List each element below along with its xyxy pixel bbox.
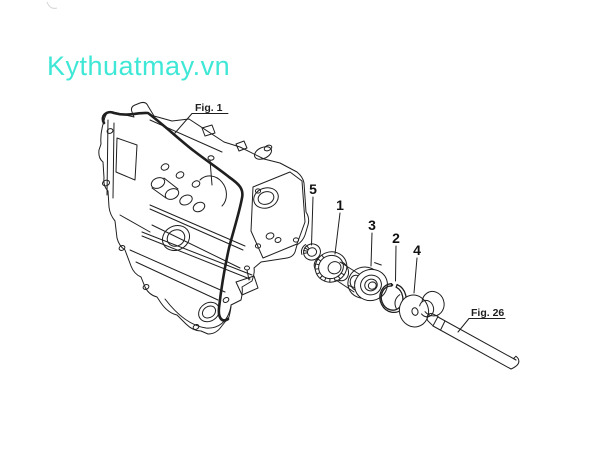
part4-seal-illustration bbox=[394, 290, 445, 328]
part3-bearing-illustration bbox=[347, 262, 388, 302]
callout-number-2: 2 bbox=[392, 230, 400, 246]
fig26-label: Fig. 26 bbox=[471, 307, 504, 319]
leader-1 bbox=[334, 212, 341, 255]
callout-number-1: 1 bbox=[336, 197, 344, 213]
callout-number-3: 3 bbox=[368, 217, 376, 233]
case-outline bbox=[98, 101, 310, 335]
callout-number-4: 4 bbox=[413, 242, 421, 258]
case-bracket bbox=[235, 232, 282, 296]
faint-stray-mark bbox=[46, 1, 58, 9]
shaft-illustration bbox=[426, 312, 520, 370]
leader-2 bbox=[395, 245, 397, 282]
case-interior-details bbox=[106, 119, 253, 329]
callout-number-5: 5 bbox=[309, 181, 317, 197]
ring-knurl-marks bbox=[303, 245, 310, 254]
leader-4 bbox=[413, 257, 418, 294]
case-top-bosses bbox=[201, 124, 273, 160]
fig1-leader bbox=[174, 113, 193, 134]
gear-teeth bbox=[314, 254, 345, 283]
fig26-leader bbox=[457, 318, 470, 333]
part5-ring-illustration bbox=[300, 243, 321, 261]
part2-snapring-illustration bbox=[379, 282, 407, 314]
case-right-flange bbox=[250, 171, 306, 259]
callout-leaders bbox=[174, 113, 506, 333]
leader-3 bbox=[370, 232, 373, 267]
watermark-text: Kythuatmay.vn bbox=[47, 51, 230, 81]
gearbox-case-illustration bbox=[98, 101, 310, 335]
case-gasket-line bbox=[101, 110, 244, 322]
diagram-artwork bbox=[98, 101, 520, 370]
case-bearing-bores bbox=[161, 224, 220, 323]
fig1-label: Fig. 1 bbox=[195, 102, 223, 114]
case-boss-cluster bbox=[150, 155, 215, 213]
leader-5 bbox=[311, 196, 314, 246]
